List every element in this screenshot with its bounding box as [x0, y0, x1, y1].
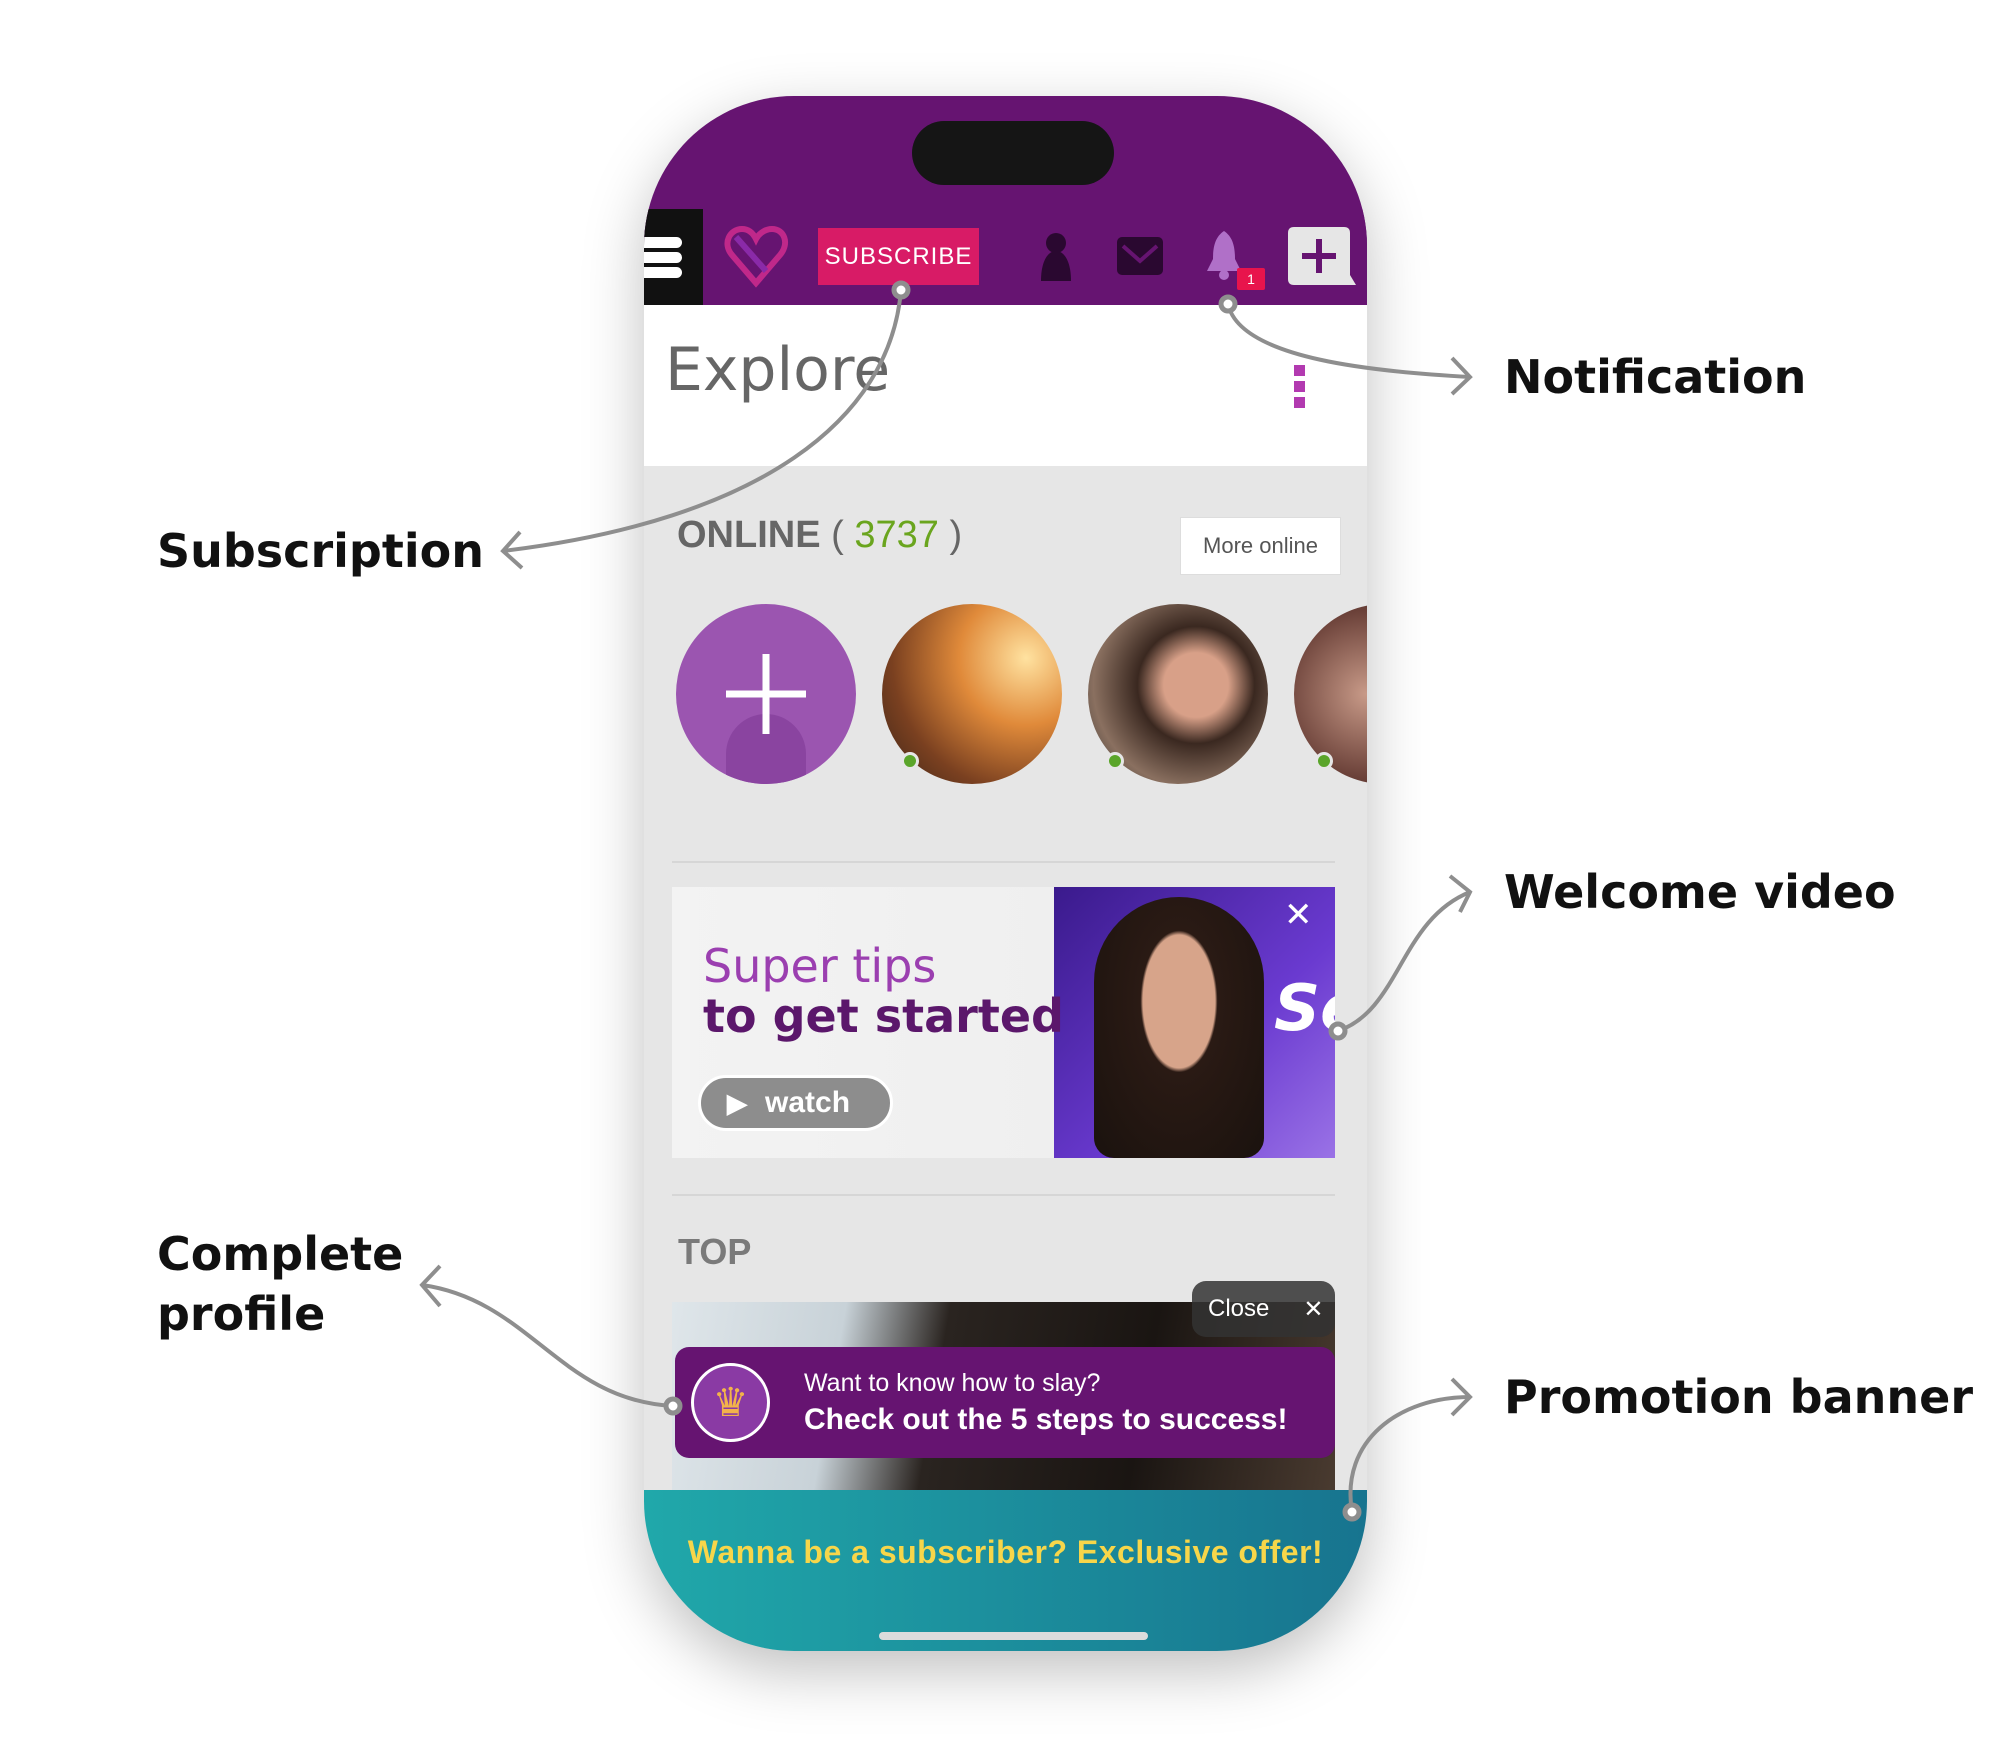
- arrow-head-icon: [1448, 874, 1473, 913]
- complete-profile-banner[interactable]: ♛ Want to know how to slay? Check out th…: [675, 1347, 1335, 1458]
- heart-logo-icon[interactable]: [722, 223, 790, 291]
- connector-subscription: [502, 289, 903, 553]
- annotation-notification: Notification: [1504, 350, 1807, 404]
- add-post-icon[interactable]: [1288, 227, 1356, 287]
- profile-icon[interactable]: [1038, 231, 1074, 283]
- promotion-text: Wanna be a subscriber? Exclusive offer!: [687, 1534, 1324, 1570]
- video-title-line2: to get started: [703, 989, 1064, 1043]
- video-title-line1: Super tips: [703, 939, 937, 993]
- mail-icon[interactable]: [1117, 237, 1163, 275]
- home-indicator[interactable]: [879, 1632, 1148, 1640]
- arrow-head-icon: [1450, 356, 1473, 396]
- online-heading: ONLINE ( 3737 ): [677, 514, 962, 557]
- video-overlay-text: Se: [1274, 972, 1335, 1046]
- connector-notification: [1226, 303, 1471, 379]
- plus-icon: [726, 654, 806, 734]
- notification-badge: 1: [1237, 268, 1265, 290]
- annotation-complete-profile-2: profile: [157, 1287, 326, 1341]
- connector-promotion-banner: [1348, 1395, 1471, 1513]
- close-label: Close: [1208, 1295, 1270, 1322]
- video-thumbnail: Se ✕: [1054, 887, 1335, 1158]
- arrow-head-icon: [419, 1264, 442, 1308]
- connector-complete-profile: [421, 1283, 674, 1408]
- profile-prompt-line1: Want to know how to slay?: [804, 1369, 1101, 1397]
- watch-label: watch: [765, 1086, 851, 1119]
- hamburger-menu-icon[interactable]: [644, 209, 703, 305]
- profile-prompt-line2: Check out the 5 steps to success!: [804, 1403, 1288, 1436]
- close-button[interactable]: Close ✕: [1192, 1281, 1335, 1337]
- welcome-video-card[interactable]: Se ✕ Super tips to get started ▶ watch: [672, 887, 1335, 1158]
- add-story-button[interactable]: [676, 604, 856, 784]
- more-options-icon[interactable]: [1294, 365, 1305, 413]
- online-status-dot: [1106, 752, 1124, 770]
- subscribe-button[interactable]: SUBSCRIBE: [818, 228, 979, 285]
- dynamic-island: [912, 121, 1114, 185]
- arrow-head-icon: [500, 530, 524, 570]
- annotation-complete-profile-1: Complete: [157, 1227, 404, 1281]
- promotion-banner[interactable]: Wanna be a subscriber? Exclusive offer!: [644, 1490, 1367, 1651]
- top-heading: TOP: [678, 1231, 752, 1272]
- divider: [672, 1194, 1335, 1196]
- close-icon: ✕: [1303, 1295, 1324, 1323]
- crown-icon: ♛: [691, 1363, 770, 1442]
- annotation-promotion-banner: Promotion banner: [1504, 1370, 1974, 1424]
- connector-welcome-video: [1337, 890, 1471, 1033]
- divider: [672, 861, 1335, 863]
- close-video-icon[interactable]: ✕: [1284, 895, 1313, 935]
- bell-icon[interactable]: [1205, 229, 1243, 281]
- online-status-dot: [901, 752, 919, 770]
- watch-button[interactable]: ▶ watch: [698, 1075, 893, 1131]
- arrow-head-icon: [1450, 1377, 1473, 1417]
- phone-frame: SUBSCRIBE 1 Explore ONLINE ( 3737 ) More…: [644, 96, 1367, 1651]
- page-title: Explore: [665, 335, 891, 405]
- play-icon: ▶: [727, 1087, 747, 1118]
- online-label: ONLINE: [677, 514, 821, 556]
- annotation-subscription: Subscription: [157, 524, 484, 578]
- online-count: ( 3737 ): [831, 514, 963, 556]
- online-status-dot: [1315, 752, 1333, 770]
- more-online-button[interactable]: More online: [1180, 517, 1341, 575]
- annotation-welcome-video: Welcome video: [1504, 865, 1896, 919]
- top-toolbar: SUBSCRIBE 1: [644, 209, 1367, 305]
